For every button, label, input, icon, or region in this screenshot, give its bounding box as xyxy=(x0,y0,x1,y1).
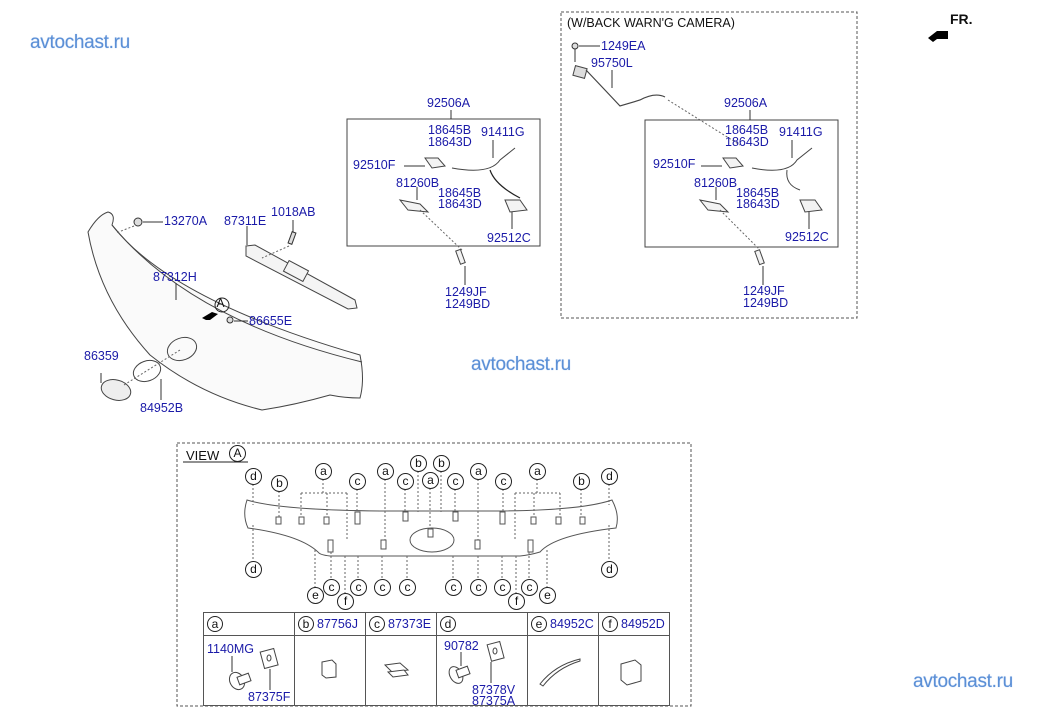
part-18645B-top[interactable]: 18645B xyxy=(428,123,472,137)
part-18643D-bottom[interactable]: 18643D xyxy=(438,197,482,211)
part-18645B-top-camera[interactable]: 18645B xyxy=(725,123,769,137)
part-1249BD[interactable]: 1249BD xyxy=(445,297,491,311)
view-a-clip-marks xyxy=(275,511,586,553)
callout-top-b: b xyxy=(271,475,288,492)
callout-bottom-f: f xyxy=(508,593,525,610)
callout-bottom-c: c xyxy=(494,579,511,596)
callout-top-b: b xyxy=(573,473,590,490)
callout-top-b: b xyxy=(410,455,427,472)
callout-bottom-c: c xyxy=(521,579,538,596)
legend-cell-f xyxy=(598,635,670,706)
callout-top-d-right: d xyxy=(601,468,618,485)
part-18645B-bottom[interactable]: 18645B xyxy=(438,186,482,200)
legend-cell-e xyxy=(527,635,599,706)
part-1018AB[interactable]: 1018AB xyxy=(271,205,316,219)
part-92506A-camera[interactable]: 92506A xyxy=(724,96,768,110)
callout-bottom-c: c xyxy=(470,579,487,596)
part-1140MG[interactable]: 1140MG xyxy=(207,642,255,656)
part-87378V[interactable]: 87378V xyxy=(472,683,516,697)
part-81260B[interactable]: 81260B xyxy=(396,176,440,190)
part-91411G[interactable]: 91411G xyxy=(481,125,525,139)
part-92510F[interactable]: 92510F xyxy=(353,158,396,172)
part-86655E[interactable]: 86655E xyxy=(249,314,293,328)
callout-bottom-f: f xyxy=(337,593,354,610)
watermark-top-left: avtochast.ru xyxy=(30,32,130,53)
legend-header-d: d xyxy=(436,612,528,636)
callout-top-c: c xyxy=(495,473,512,490)
part-87375F[interactable]: 87375F xyxy=(248,690,291,704)
callout-top-b: b xyxy=(433,455,450,472)
callout-top-c: c xyxy=(349,473,366,490)
callout-bottom-c: c xyxy=(445,579,462,596)
part-1249JF[interactable]: 1249JF xyxy=(445,285,487,299)
watermark-bottom-right: avtochast.ru xyxy=(913,671,1013,692)
callout-top-a: a xyxy=(422,472,439,489)
callout-bottom-c: c xyxy=(323,579,340,596)
legend-cell-a xyxy=(203,635,295,706)
part-87312H[interactable]: 87312H xyxy=(153,270,197,284)
callout-bottom-c: c xyxy=(350,579,367,596)
callout-top-a: a xyxy=(470,463,487,480)
part-90782[interactable]: 90782 xyxy=(444,639,479,653)
callout-bottom-e: e xyxy=(539,587,556,604)
legend-cell-c xyxy=(365,635,437,706)
part-18645B-bottom-camera[interactable]: 18645B xyxy=(736,186,780,200)
callout-top-a: a xyxy=(315,463,332,480)
part-92506A[interactable]: 92506A xyxy=(427,96,471,110)
view-a-title: VIEW xyxy=(186,448,220,463)
part-18643D-bottom-camera[interactable]: 18643D xyxy=(736,197,780,211)
part-1249JF-camera[interactable]: 1249JF xyxy=(743,284,785,298)
part-84952B[interactable]: 84952B xyxy=(140,401,184,415)
callout-top-a: a xyxy=(377,463,394,480)
part-87311E[interactable]: 87311E xyxy=(224,214,267,228)
view-a-title-marker: A xyxy=(229,445,246,462)
callout-top-c: c xyxy=(397,473,414,490)
part-18643D-top-camera[interactable]: 18643D xyxy=(725,135,769,149)
watermark-center: avtochast.ru xyxy=(471,354,571,375)
part-92512C[interactable]: 92512C xyxy=(487,231,531,245)
garnish-bracket-drawing xyxy=(245,244,358,310)
callout-bottom-d-right: d xyxy=(601,561,618,578)
callout-top-a: a xyxy=(529,463,546,480)
callout-top-d-left: d xyxy=(245,468,262,485)
legend-header-a: a xyxy=(203,612,295,636)
part-95750L[interactable]: 95750L xyxy=(591,56,633,70)
part-1249BD-camera[interactable]: 1249BD xyxy=(743,296,789,310)
legend-cell-b xyxy=(294,635,366,706)
front-arrow-icon xyxy=(928,31,948,42)
lamp-box-drawing xyxy=(398,157,528,265)
part-91411G-camera[interactable]: 91411G xyxy=(779,125,823,139)
part-92510F-camera[interactable]: 92510F xyxy=(653,157,696,171)
part-86359[interactable]: 86359 xyxy=(84,349,119,363)
legend-cell-d xyxy=(436,635,528,706)
front-label: FR. xyxy=(950,11,973,27)
part-92512C-camera[interactable]: 92512C xyxy=(785,230,829,244)
callout-bottom-d-left: d xyxy=(245,561,262,578)
callout-bottom-c: c xyxy=(399,579,416,596)
part-13270A[interactable]: 13270A xyxy=(164,214,208,228)
view-a-garnish-drawing xyxy=(244,499,618,557)
part-18643D-top[interactable]: 18643D xyxy=(428,135,472,149)
part-87375A[interactable]: 87375A xyxy=(472,694,516,708)
callout-top-c: c xyxy=(447,473,464,490)
camera-box-title: (W/BACK WARN'G CAMERA) xyxy=(567,16,735,30)
callout-bottom-c: c xyxy=(374,579,391,596)
callout-bottom-e: e xyxy=(307,587,324,604)
view-a-marker: A xyxy=(216,296,225,310)
part-1249EA[interactable]: 1249EA xyxy=(601,39,646,53)
part-81260B-camera[interactable]: 81260B xyxy=(694,176,738,190)
